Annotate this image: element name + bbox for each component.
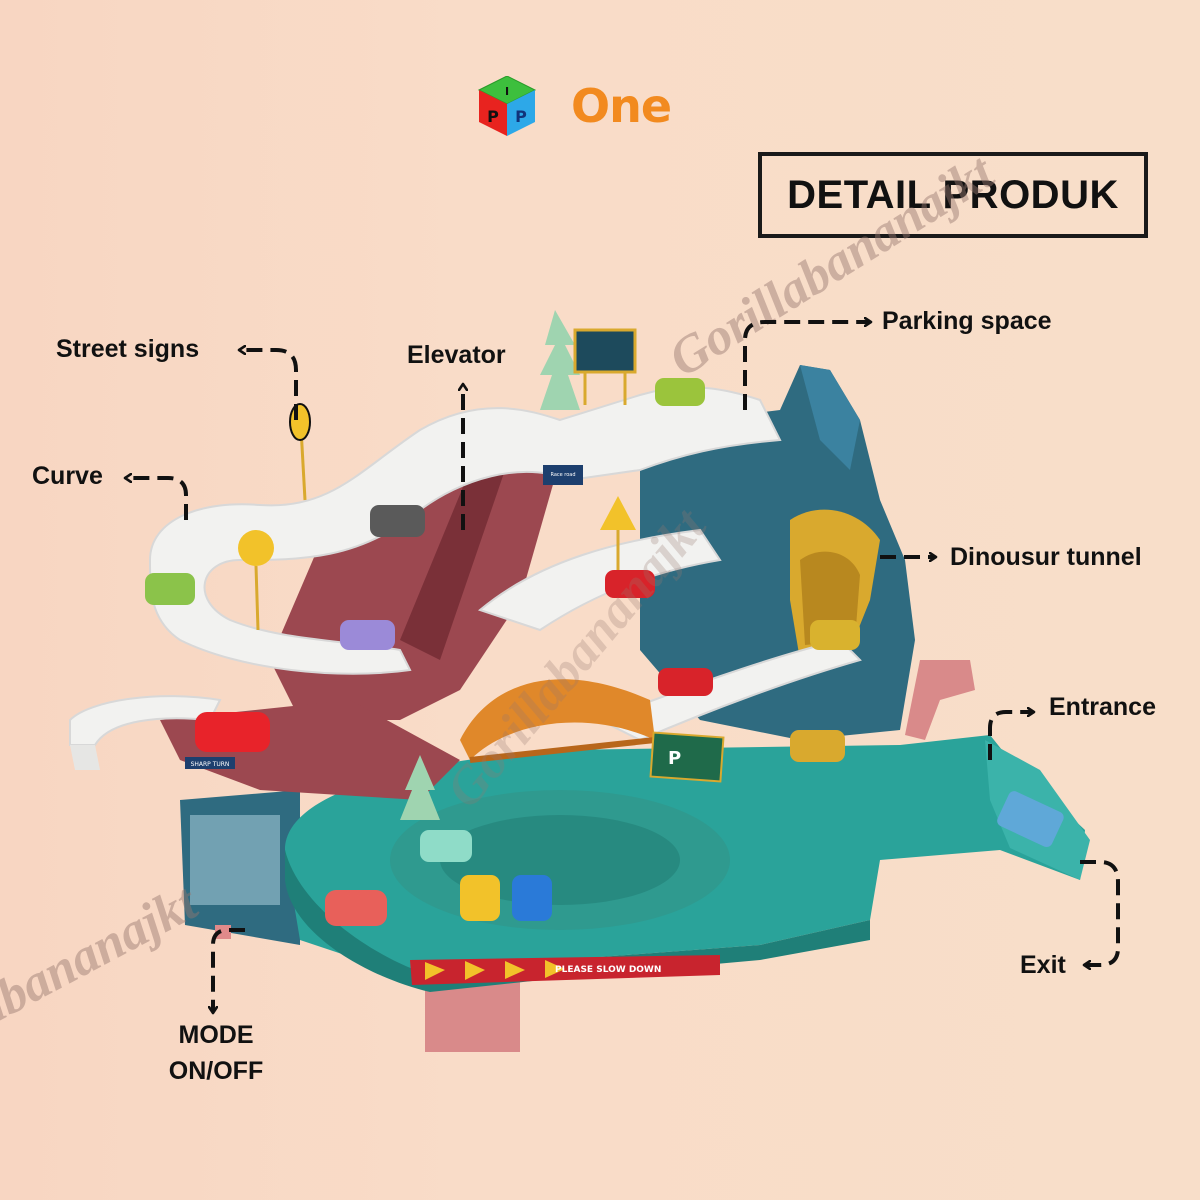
car-red-lower [658, 668, 713, 696]
warning-sign-icon [600, 496, 636, 530]
pink-pillar-right [905, 660, 975, 740]
slow-down-strip [410, 955, 720, 985]
brand-logo: I P P One [475, 75, 690, 136]
car-purple [340, 620, 395, 650]
race-road-sign [543, 465, 583, 485]
logo-letter-top: I [505, 85, 509, 98]
arrow-curve [126, 478, 188, 520]
label-curve: Curve [32, 462, 103, 490]
arrow-street-signs [240, 350, 298, 420]
cars [145, 378, 860, 926]
logo-text: One [571, 79, 672, 133]
title-box: DETAIL PRODUK [758, 152, 1148, 238]
race-road-text: Race road [550, 472, 575, 478]
mid-track [477, 528, 722, 632]
parking-sign-text: P [668, 748, 681, 769]
label-mode-line1: MODE [178, 1021, 254, 1049]
car-red-mid [605, 570, 655, 598]
label-mode: MODE ON/OFF [158, 1020, 274, 1086]
arrow-entrance [988, 712, 1033, 760]
slow-down-text: PLEASE SLOW DOWN [555, 965, 661, 975]
upper-track [148, 386, 782, 675]
label-entrance: Entrance [1049, 693, 1156, 721]
label-dinosaur-tunnel: Dinousur tunnel [950, 543, 1142, 571]
label-street-signs: Street signs [56, 335, 200, 363]
car-coral [325, 890, 387, 926]
sharp-turn-text: SHARP TURN [191, 761, 230, 768]
label-elevator: Elevator [407, 341, 506, 369]
parking-sign [649, 731, 725, 783]
orange-bridge [460, 679, 655, 760]
car-green-top [655, 378, 705, 406]
car-yellow-van [460, 875, 500, 921]
label-parking-space: Parking space [882, 307, 1052, 335]
label-exit: Exit [1020, 951, 1066, 979]
arrow-mode [213, 928, 245, 1012]
curve-sign-icon [238, 530, 274, 566]
map-sign [573, 328, 637, 374]
logo-letter-right: P [515, 107, 527, 126]
label-mode-line2: ON/OFF [168, 1057, 264, 1085]
logo-letter-left: P [487, 107, 499, 126]
car-mint [420, 830, 472, 862]
tree-top [540, 310, 580, 410]
tree-bottom [400, 755, 440, 820]
car-green-curve [145, 573, 195, 605]
car-gray [370, 505, 425, 537]
car-blue [512, 875, 552, 921]
logo-cube-icon: I P P [477, 75, 537, 136]
car-red-left [195, 712, 270, 752]
car-blue-jeep [997, 791, 1064, 848]
mode-switch[interactable] [215, 925, 231, 939]
car-gold [790, 730, 845, 762]
car-yellow-tunnel [810, 620, 860, 650]
sharp-turn-sign [185, 757, 235, 769]
page-title: DETAIL PRODUK [787, 172, 1119, 217]
arrow-exit [1080, 860, 1120, 965]
elevator-belt [400, 470, 505, 660]
arrow-parking-space [743, 322, 870, 410]
